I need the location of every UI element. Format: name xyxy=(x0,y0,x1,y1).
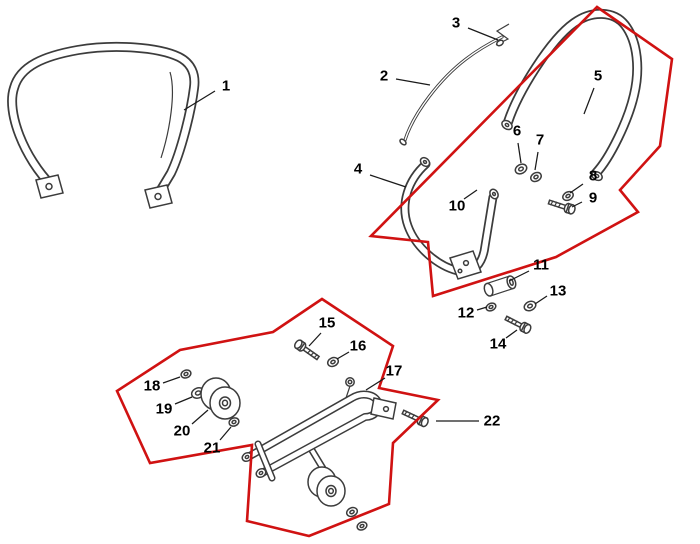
leader-line-19 xyxy=(174,396,193,405)
callout-5: 5 xyxy=(593,67,603,85)
callout-9: 9 xyxy=(588,189,598,207)
leader-line-14 xyxy=(505,329,518,339)
callout-2: 2 xyxy=(379,67,389,85)
callout-22: 22 xyxy=(483,412,501,430)
bolt-15 xyxy=(293,339,321,361)
leader-line-16 xyxy=(336,351,350,360)
rear-washer-upper xyxy=(345,506,359,518)
cable-2 xyxy=(399,35,504,146)
leader-lines xyxy=(162,27,595,441)
bolt-9 xyxy=(547,199,576,215)
washer-18 xyxy=(180,369,192,379)
bolt-14 xyxy=(504,315,532,335)
callout-19: 19 xyxy=(155,400,173,418)
leader-line-1 xyxy=(183,90,216,111)
leader-line-2 xyxy=(395,78,431,86)
leader-line-7 xyxy=(534,151,539,171)
leader-line-8 xyxy=(569,183,584,194)
nut-21 xyxy=(228,417,240,427)
callout-4: 4 xyxy=(353,160,363,178)
washer-16 xyxy=(326,356,340,368)
leader-line-9 xyxy=(571,201,583,208)
leader-line-13 xyxy=(534,295,548,305)
callout-15: 15 xyxy=(318,314,336,332)
callout-3: 3 xyxy=(451,14,461,32)
washer-6 xyxy=(514,163,528,175)
handle-end-tab xyxy=(591,170,603,182)
leader-line-20 xyxy=(191,409,209,425)
red-outline-lower-group xyxy=(115,297,441,538)
leader-line-11 xyxy=(508,270,530,282)
rear-washer-lower xyxy=(356,521,368,531)
leader-line-18 xyxy=(162,376,181,384)
roller-20 xyxy=(200,377,241,420)
washer-8 xyxy=(562,190,574,202)
red-outline-upper-group xyxy=(368,5,674,298)
leader-line-4 xyxy=(369,174,407,188)
handle-end-tab xyxy=(489,188,499,200)
callout-16: 16 xyxy=(349,337,367,355)
callout-20: 20 xyxy=(173,422,191,440)
washer-13 xyxy=(523,300,537,312)
callout-21: 21 xyxy=(203,439,221,457)
lower-handle-10 xyxy=(400,156,499,280)
callout-18: 18 xyxy=(143,377,161,395)
washer-12 xyxy=(485,302,497,312)
callout-11: 11 xyxy=(533,256,549,274)
rear-roller xyxy=(307,466,346,507)
nut-7 xyxy=(530,171,542,183)
leader-line-15 xyxy=(308,332,322,347)
leader-line-12 xyxy=(476,306,488,311)
frame-end-tab xyxy=(241,451,253,463)
cable-z-fitting-3 xyxy=(495,23,510,47)
leader-line-3 xyxy=(467,27,499,41)
frame-17 xyxy=(241,377,397,484)
callout-10: 10 xyxy=(448,197,466,215)
leader-line-21 xyxy=(219,426,232,441)
callout-7: 7 xyxy=(535,131,545,149)
callout-8: 8 xyxy=(588,167,598,185)
handle-end-tab xyxy=(501,119,513,131)
callout-17: 17 xyxy=(385,362,403,380)
leader-line-10 xyxy=(463,189,478,200)
upper-handle-5 xyxy=(501,8,643,182)
callout-1: 1 xyxy=(221,77,231,95)
callout-14: 14 xyxy=(489,335,507,353)
callout-13: 13 xyxy=(549,282,567,300)
spacer-11 xyxy=(483,275,517,297)
leader-line-5 xyxy=(583,87,595,115)
bail-handle-1 xyxy=(7,41,200,209)
leader-line-6 xyxy=(517,142,522,164)
frame-end-tab xyxy=(255,467,267,479)
handle-end-tab xyxy=(419,156,431,168)
callout-6: 6 xyxy=(512,122,522,140)
leader-line-17 xyxy=(365,377,386,391)
callout-12: 12 xyxy=(457,304,475,322)
